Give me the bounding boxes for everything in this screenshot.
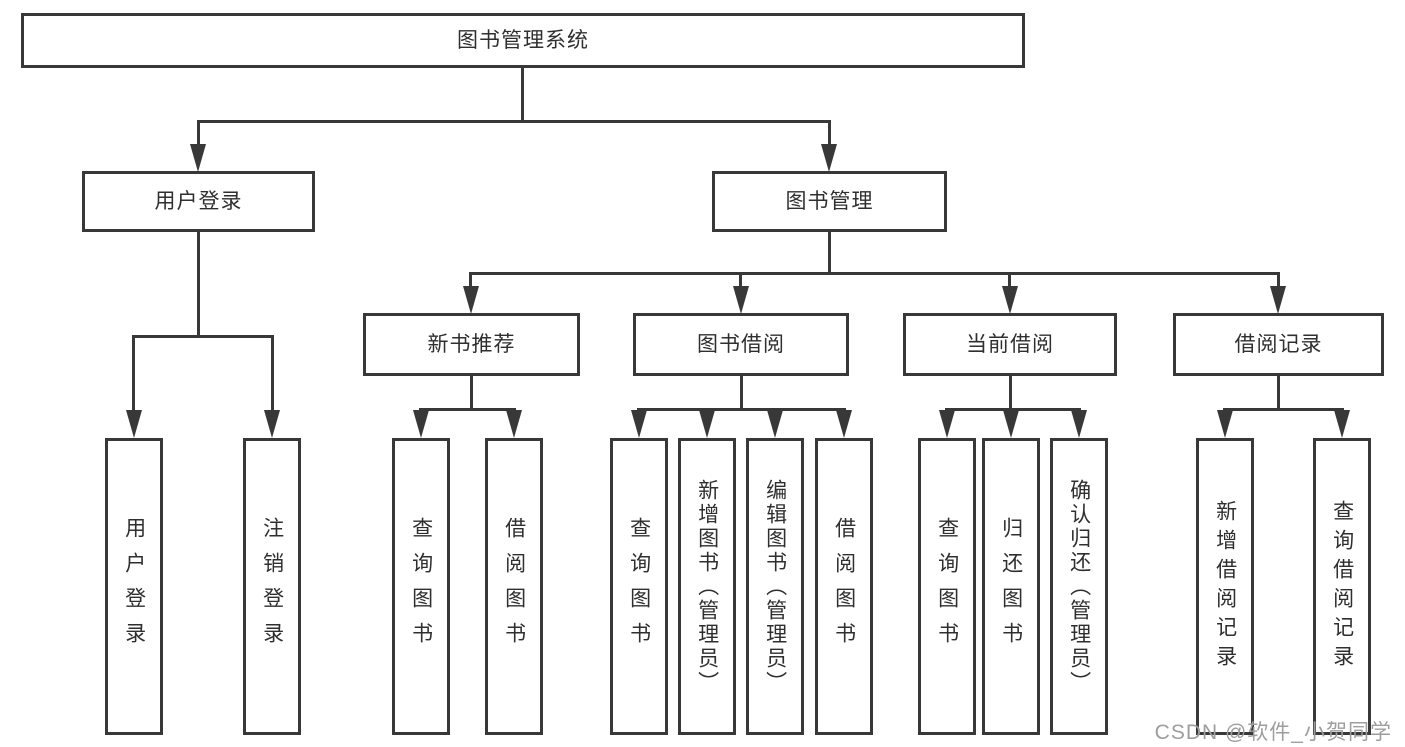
- arrow-down-icon: [1270, 286, 1286, 314]
- leaf-label: 编辑图书（管理员）: [763, 478, 787, 695]
- connector-stem-leaf-logout: [271, 335, 274, 412]
- node-label: 新书推荐: [427, 332, 516, 356]
- arrow-down-icon: [413, 410, 429, 438]
- arrow-down-icon: [821, 144, 837, 172]
- arrow-down-icon: [190, 144, 206, 172]
- connector-borrowing-stem: [740, 375, 743, 410]
- arrow-down-icon: [767, 410, 783, 438]
- node-label: 用户登录: [154, 189, 243, 213]
- node-label: 图书管理: [785, 189, 874, 213]
- arrow-down-icon: [126, 410, 142, 438]
- arrow-down-icon: [1071, 410, 1087, 438]
- node-label: 图书管理系统: [457, 28, 589, 52]
- leaf-label: 用户登录: [122, 516, 146, 657]
- connector-records-stem: [1277, 375, 1280, 410]
- leaf-logout: 注销登录: [243, 438, 301, 735]
- node-label: 借阅记录: [1234, 332, 1323, 356]
- arrow-down-icon: [463, 286, 479, 314]
- connector-user-login-branch: [132, 335, 274, 338]
- arrow-down-icon: [1003, 410, 1019, 438]
- leaf-label: 归还图书: [999, 516, 1023, 657]
- arrow-down-icon: [506, 410, 522, 438]
- node-borrowing-records: 借阅记录: [1173, 313, 1384, 376]
- arrow-down-icon: [1217, 410, 1233, 438]
- csdn-watermark: CSDN @软件_小贺同学: [1154, 721, 1392, 744]
- leaf-edit-books-admin: 编辑图书（管理员）: [746, 438, 804, 735]
- connector-recommend-branch: [419, 408, 516, 411]
- leaf-label: 查询图书: [409, 516, 433, 657]
- connector-current-branch: [945, 408, 1081, 411]
- arrow-down-icon: [1334, 410, 1350, 438]
- leaf-query-borrowing-record: 查询借阅记录: [1313, 438, 1371, 735]
- leaf-current-query-books: 查询图书: [918, 438, 976, 735]
- leaf-label: 查询图书: [627, 516, 651, 657]
- leaf-label: 注销登录: [260, 516, 284, 657]
- leaf-label: 新增图书（管理员）: [695, 478, 719, 695]
- leaf-label: 查询图书: [935, 516, 959, 657]
- connector-book-management-branch: [469, 272, 1280, 275]
- connector-stem-new-book-recommend: [469, 272, 472, 290]
- arrow-down-icon: [939, 410, 955, 438]
- node-label: 图书借阅: [697, 332, 785, 356]
- leaf-recommend-query-books: 查询图书: [392, 438, 450, 735]
- node-book-management: 图书管理: [712, 171, 947, 232]
- leaf-label: 借阅图书: [502, 516, 526, 657]
- leaf-confirm-return-admin: 确认归还（管理员）: [1050, 438, 1108, 735]
- arrow-down-icon: [733, 286, 749, 314]
- connector-user-login-stem: [197, 232, 200, 336]
- leaf-borrowing-query-books: 查询图书: [610, 438, 668, 735]
- arrow-down-icon: [1002, 286, 1018, 314]
- leaf-user-login: 用户登录: [105, 438, 163, 735]
- connector-records-branch: [1223, 408, 1344, 411]
- arrow-down-icon: [631, 410, 647, 438]
- leaf-label: 确认归还（管理员）: [1067, 478, 1091, 695]
- leaf-label: 新增借阅记录: [1213, 499, 1237, 674]
- leaf-add-borrowing-record: 新增借阅记录: [1196, 438, 1254, 735]
- leaf-label: 查询借阅记录: [1330, 499, 1354, 674]
- node-current-borrowing: 当前借阅: [903, 313, 1117, 376]
- connector-stem-current-borrowing: [1008, 272, 1011, 290]
- leaf-borrowing-borrow-books: 借阅图书: [815, 438, 873, 735]
- leaf-label: 借阅图书: [832, 516, 856, 657]
- connector-root-stem: [521, 68, 524, 122]
- connector-stem-book-borrowing: [739, 272, 742, 290]
- connector-stem-borrowing-records: [1277, 272, 1280, 290]
- connector-book-management-stem: [828, 232, 831, 274]
- node-new-book-recommend: 新书推荐: [363, 313, 580, 376]
- arrow-down-icon: [699, 410, 715, 438]
- node-label: 当前借阅: [966, 332, 1054, 356]
- connector-borrowing-branch: [637, 408, 846, 411]
- connector-stem-book-management: [828, 120, 831, 148]
- connector-recommend-stem: [470, 375, 473, 410]
- node-user-login: 用户登录: [82, 171, 315, 232]
- node-library-management-system: 图书管理系统: [21, 13, 1025, 68]
- node-book-borrowing: 图书借阅: [633, 313, 849, 376]
- leaf-add-books-admin: 新增图书（管理员）: [678, 438, 736, 735]
- connector-stem-leaf-user-login: [132, 335, 135, 412]
- connector-current-stem: [1009, 375, 1012, 410]
- arrow-down-icon: [264, 410, 280, 438]
- arrow-down-icon: [836, 410, 852, 438]
- connector-root-branch: [197, 120, 831, 123]
- connector-stem-user-login: [197, 120, 200, 148]
- leaf-return-books: 归还图书: [982, 438, 1040, 735]
- leaf-recommend-borrow-books: 借阅图书: [485, 438, 543, 735]
